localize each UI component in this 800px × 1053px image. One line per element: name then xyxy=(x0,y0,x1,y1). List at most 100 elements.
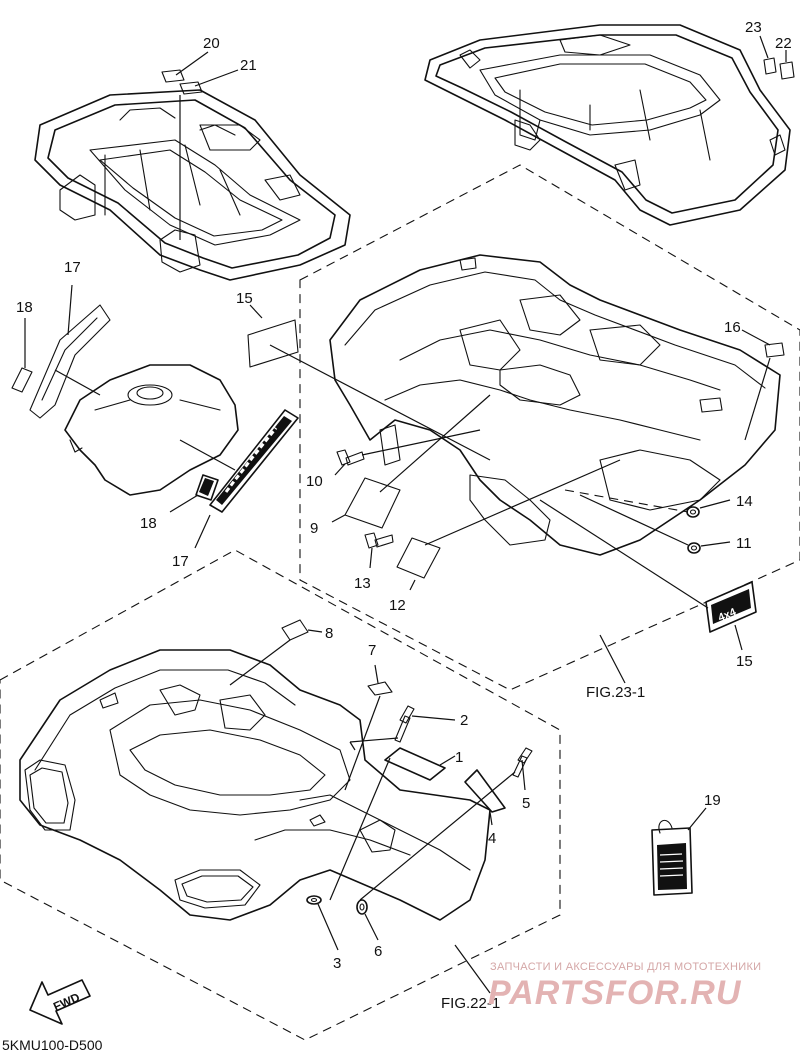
fig-ref-22-1: FIG.22-1 xyxy=(441,995,500,1012)
decal-12 xyxy=(396,537,441,579)
leader-18-lower xyxy=(169,494,199,513)
leader-17-upper-b xyxy=(54,369,101,396)
grommet-14 xyxy=(686,506,700,518)
callout-10: 10 xyxy=(306,473,323,490)
leader-2-c xyxy=(349,741,356,751)
decal-18-upper xyxy=(11,367,33,393)
rear-carrier xyxy=(424,24,791,226)
leader-1 xyxy=(439,755,456,766)
leader-16 xyxy=(741,329,771,346)
callout-1: 1 xyxy=(455,749,463,766)
leader-15 xyxy=(269,344,491,461)
bolt-10 xyxy=(336,449,365,466)
callout-20: 20 xyxy=(203,35,220,52)
watermark-logo: PARTSFOR.RU xyxy=(488,974,742,1012)
leader-2 xyxy=(411,715,456,721)
callout-15-upper: 15 xyxy=(236,290,253,307)
decal-9 xyxy=(344,477,401,529)
leader-4 xyxy=(489,811,493,826)
leader-5-down xyxy=(359,771,516,901)
callout-17-upper: 17 xyxy=(64,259,81,276)
leader-5 xyxy=(521,759,526,791)
leader-7-down xyxy=(344,695,381,791)
decal-8 xyxy=(281,619,309,641)
leader-19 xyxy=(687,807,707,831)
front-carrier xyxy=(34,89,351,281)
nut-6 xyxy=(356,899,368,915)
fig23-outline xyxy=(299,164,800,691)
decal-15-upper xyxy=(247,319,299,368)
callout-4: 4 xyxy=(488,830,496,847)
leader-11 xyxy=(700,541,731,547)
leader-15-lower xyxy=(734,624,743,651)
leader-15-label xyxy=(249,304,263,319)
callout-17-lower: 17 xyxy=(172,553,189,570)
nut-3 xyxy=(306,895,322,905)
leader-7 xyxy=(374,664,379,684)
callout-19: 19 xyxy=(704,792,721,809)
callout-11: 11 xyxy=(736,535,752,552)
decal-17-upper xyxy=(29,304,111,419)
leader-10 xyxy=(334,463,346,476)
decal-17-lower xyxy=(209,409,299,513)
leader-9 xyxy=(331,514,346,523)
tag-19 xyxy=(651,819,693,896)
nut-11 xyxy=(687,542,701,554)
fig22-outline xyxy=(0,549,561,1041)
leader-9-up xyxy=(379,394,491,493)
leader-6 xyxy=(364,913,379,941)
callout-2: 2 xyxy=(460,712,468,729)
callout-3: 3 xyxy=(333,955,341,972)
decal-7 xyxy=(367,681,393,696)
leader-8 xyxy=(307,629,323,633)
leader-fig23 xyxy=(599,634,626,684)
decal-16 xyxy=(764,342,785,358)
decal-20-21 xyxy=(161,69,203,95)
plate-1 xyxy=(384,747,446,781)
rear-fender xyxy=(329,254,781,556)
leader-1-down xyxy=(329,757,391,901)
leader-17-upper xyxy=(67,284,73,336)
callout-22: 22 xyxy=(775,35,792,52)
fig-ref-23-1: FIG.23-1 xyxy=(586,684,645,701)
watermark-tagline: ЗАПЧАСТИ И АКСЕССУАРЫ ДЛЯ МОТОТЕХНИКИ xyxy=(490,961,761,973)
leader-23 xyxy=(759,35,769,59)
callout-23: 23 xyxy=(745,19,762,36)
callout-14: 14 xyxy=(736,493,753,510)
callout-9: 9 xyxy=(310,520,318,537)
leader-13 xyxy=(369,547,373,569)
leader-15-badge xyxy=(539,499,709,609)
callout-7: 7 xyxy=(368,642,376,659)
callout-16: 16 xyxy=(724,319,741,336)
bolt-2 xyxy=(394,705,415,743)
decal-18-lower xyxy=(195,474,219,501)
leader-fig22 xyxy=(454,944,491,994)
leader-16-down xyxy=(744,357,771,441)
leader-11-up xyxy=(579,494,689,546)
decal-4x4-badge: 4x4 xyxy=(705,581,757,633)
leader-21 xyxy=(194,69,239,87)
leader-10-up xyxy=(361,429,481,456)
callout-5: 5 xyxy=(522,795,530,812)
tank-cover xyxy=(64,364,239,496)
callout-8: 8 xyxy=(325,625,333,642)
diagram-code: 5KMU100-D500 xyxy=(2,1037,103,1053)
callout-6: 6 xyxy=(374,943,382,960)
leader-17-lower xyxy=(194,514,211,549)
leader-12 xyxy=(409,579,416,591)
callout-13: 13 xyxy=(354,575,371,592)
leader-8-down xyxy=(229,639,291,686)
plate-4 xyxy=(464,769,506,813)
dash-14 xyxy=(564,489,689,513)
callout-18-lower: 18 xyxy=(140,515,157,532)
front-fender xyxy=(19,649,491,921)
callout-15-lower: 15 xyxy=(736,653,753,670)
bolt-13 xyxy=(364,532,394,549)
callout-18-upper: 18 xyxy=(16,299,33,316)
leader-14 xyxy=(699,499,731,509)
callout-21: 21 xyxy=(240,57,257,74)
leader-3 xyxy=(317,903,339,951)
decal-22-23 xyxy=(763,57,795,80)
leader-20 xyxy=(175,51,209,76)
